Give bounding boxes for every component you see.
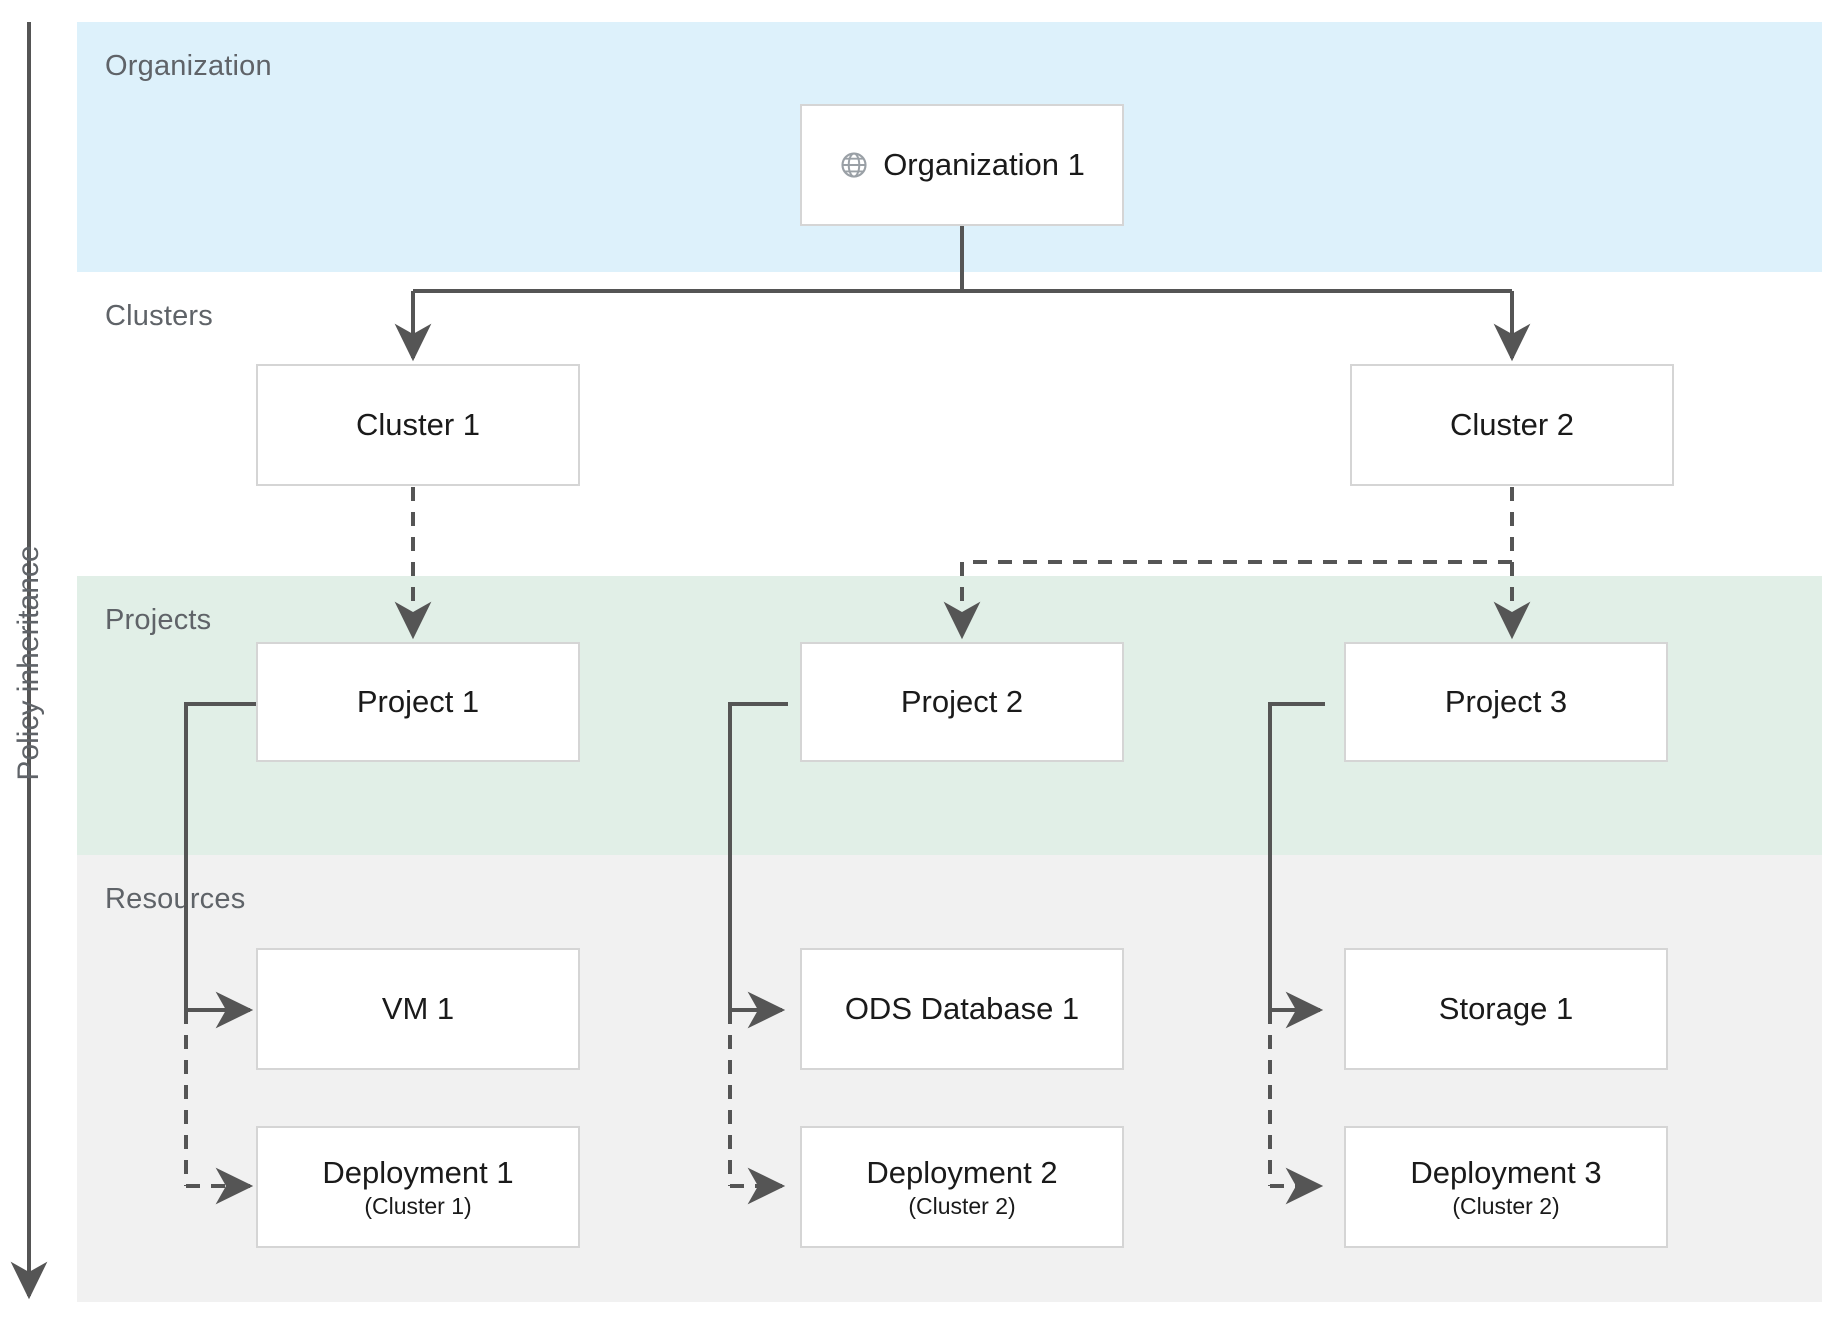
node-deployment-3[interactable]: Deployment 3 (Cluster 2) xyxy=(1344,1126,1668,1248)
node-project-1[interactable]: Project 1 xyxy=(256,642,580,762)
node-sublabel: (Cluster 2) xyxy=(908,1192,1016,1219)
node-cluster-1[interactable]: Cluster 1 xyxy=(256,364,580,486)
node-label: Project 3 xyxy=(1444,684,1568,720)
band-label-organization: Organization xyxy=(105,50,272,82)
node-sublabel: (Cluster 2) xyxy=(1452,1192,1560,1219)
node-vm-1[interactable]: VM 1 xyxy=(256,948,580,1070)
band-label-clusters: Clusters xyxy=(105,300,213,332)
band-clusters: Clusters xyxy=(77,272,1822,576)
node-label: Deployment 2 xyxy=(866,1154,1058,1190)
policy-inheritance-label: Policy inheritance xyxy=(12,545,45,781)
node-storage-1[interactable]: Storage 1 xyxy=(1344,948,1668,1070)
node-deployment-2[interactable]: Deployment 2 (Cluster 2) xyxy=(800,1126,1124,1248)
node-deployment-1[interactable]: Deployment 1 (Cluster 1) xyxy=(256,1126,580,1248)
node-sublabel: (Cluster 1) xyxy=(364,1192,472,1219)
node-label: Project 1 xyxy=(356,684,480,720)
node-ods-database-1[interactable]: ODS Database 1 xyxy=(800,948,1124,1070)
node-label: Deployment 3 xyxy=(1410,1154,1602,1190)
node-label: Organization 1 xyxy=(883,147,1085,183)
node-label: VM 1 xyxy=(381,991,455,1027)
node-label: Cluster 2 xyxy=(1449,407,1575,443)
node-organization-1[interactable]: Organization 1 xyxy=(800,104,1124,226)
band-label-projects: Projects xyxy=(105,604,212,636)
globe-icon xyxy=(841,152,867,178)
node-label: ODS Database 1 xyxy=(844,991,1080,1027)
node-label: Cluster 1 xyxy=(355,407,481,443)
node-project-2[interactable]: Project 2 xyxy=(800,642,1124,762)
band-label-resources: Resources xyxy=(105,883,246,915)
node-label: Deployment 1 xyxy=(322,1154,514,1190)
node-label: Project 2 xyxy=(900,684,1024,720)
node-cluster-2[interactable]: Cluster 2 xyxy=(1350,364,1674,486)
node-project-3[interactable]: Project 3 xyxy=(1344,642,1668,762)
node-label: Storage 1 xyxy=(1438,991,1574,1027)
